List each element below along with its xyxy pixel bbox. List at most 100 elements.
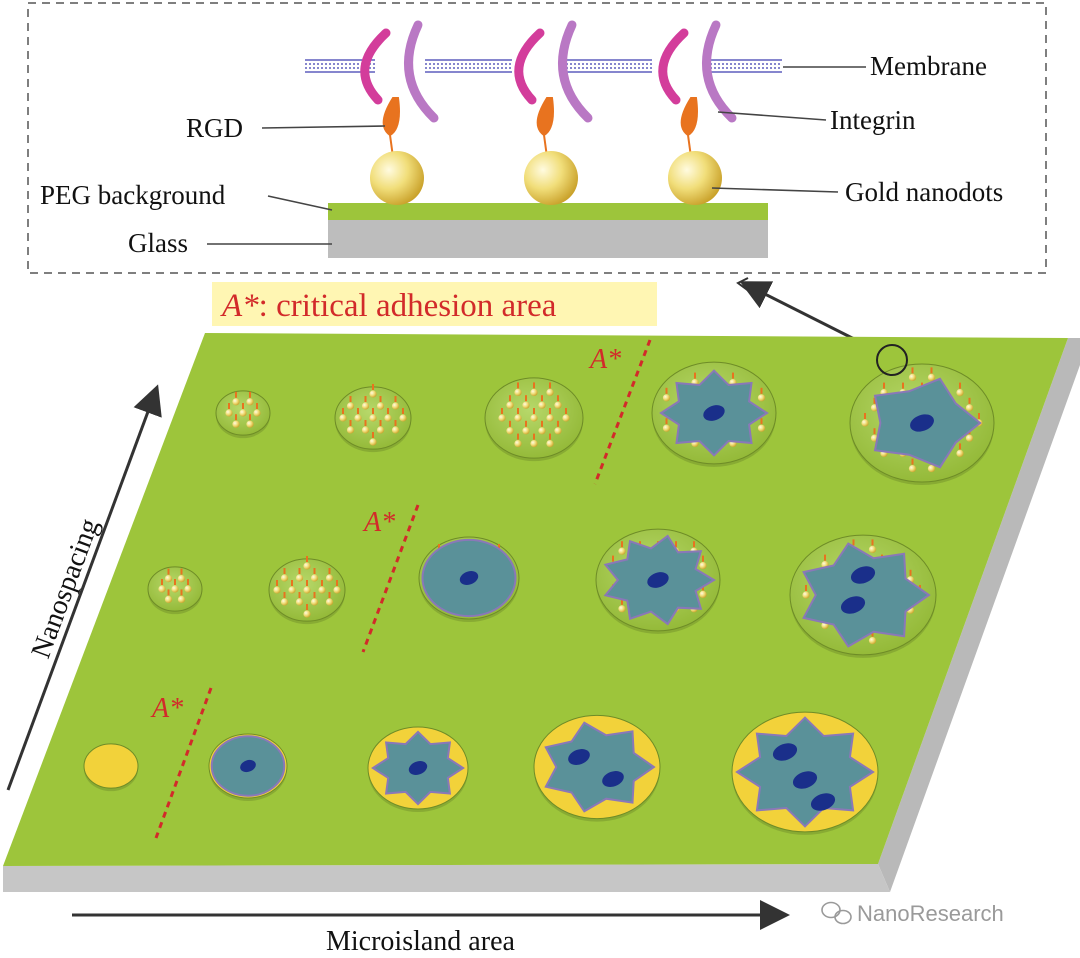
island-gold-dot bbox=[310, 574, 319, 582]
rgd-peptide bbox=[382, 97, 400, 158]
island-gold-dot bbox=[514, 388, 522, 396]
island-gold-dot bbox=[361, 402, 370, 410]
island-gold-dot bbox=[861, 419, 869, 427]
zoom-arrow-double-head bbox=[736, 277, 751, 293]
cell-nucleus bbox=[910, 414, 934, 432]
watermark-text: NanoResearch bbox=[857, 901, 1004, 926]
island-gold-dot bbox=[295, 574, 304, 582]
island-gold-dot bbox=[530, 440, 538, 448]
island-gold-dot bbox=[546, 414, 554, 422]
island-gold-dot bbox=[868, 545, 877, 554]
integrin-left-arm bbox=[360, 28, 391, 105]
island-gold-dot bbox=[522, 427, 530, 435]
island-gold-dot bbox=[384, 414, 392, 422]
island-gold-dot bbox=[927, 465, 936, 473]
island-gold-dot bbox=[965, 404, 974, 412]
island-gold-dot bbox=[376, 402, 385, 410]
island-gold-dot bbox=[506, 427, 514, 435]
island-gold-dot bbox=[253, 409, 261, 417]
rgd-peptide bbox=[536, 97, 554, 158]
microisland bbox=[849, 363, 995, 486]
island-gold-dot bbox=[325, 598, 334, 606]
island-gold-dot bbox=[232, 398, 240, 406]
island-gold-dot bbox=[369, 414, 377, 422]
critical-line-row1 bbox=[593, 339, 652, 485]
island-gold-dot bbox=[376, 426, 385, 434]
island-gold-dot bbox=[346, 426, 355, 434]
integrin-label: Integrin bbox=[830, 105, 916, 135]
integrin-right-arm bbox=[404, 20, 439, 123]
microisland bbox=[533, 714, 661, 822]
island-gold-dot bbox=[288, 586, 296, 594]
island-gold-dot bbox=[225, 409, 233, 417]
island-gold-dot bbox=[239, 409, 247, 417]
cell-nucleus bbox=[408, 761, 428, 775]
cell-nucleus bbox=[459, 571, 479, 585]
integrin-leader bbox=[717, 111, 827, 121]
integrin-unit bbox=[514, 20, 593, 205]
peg-label: PEG background bbox=[40, 180, 226, 210]
island-gold-dot bbox=[177, 575, 186, 583]
inset-dashed-frame bbox=[27, 2, 1047, 274]
cell-nucleus bbox=[703, 405, 725, 421]
island-gold-dot bbox=[956, 389, 964, 397]
critical-area-banner bbox=[212, 282, 657, 326]
row-medium-spacing bbox=[147, 528, 937, 658]
adherent-cell bbox=[544, 721, 656, 813]
peg-leader bbox=[267, 195, 333, 211]
island-gold-dot bbox=[346, 402, 355, 410]
critical-marker-row2: A* bbox=[362, 507, 395, 538]
island-gold-dot bbox=[354, 414, 362, 422]
island-gold-dot bbox=[956, 449, 964, 457]
adherent-cell bbox=[802, 542, 931, 648]
microisland bbox=[334, 384, 412, 453]
cell-nucleus bbox=[810, 793, 836, 811]
island-gold-dot bbox=[538, 401, 546, 409]
island-gold-dot bbox=[562, 414, 570, 422]
nanospacing-axis-arrow bbox=[6, 384, 162, 791]
island-gold-dot bbox=[303, 610, 311, 618]
island-gold-dot bbox=[530, 388, 538, 396]
microisland-axis-label: Microisland area bbox=[326, 926, 515, 957]
cell-nucleus bbox=[568, 749, 590, 765]
critical-area-symbol: A* bbox=[220, 288, 259, 324]
island-gold-dot bbox=[908, 465, 917, 473]
microisland bbox=[208, 733, 288, 801]
row-small-spacing bbox=[83, 711, 879, 835]
cell-nucleus bbox=[772, 743, 798, 761]
critical-line-row3 bbox=[154, 687, 213, 839]
integrin-left-arm bbox=[514, 28, 545, 105]
island-gold-dot bbox=[184, 585, 192, 593]
island-gold-dot bbox=[391, 402, 400, 410]
microisland bbox=[215, 390, 271, 439]
island-surface bbox=[83, 743, 139, 789]
island-gold-dot bbox=[699, 562, 707, 570]
gold-nanodot bbox=[370, 151, 424, 205]
island-gold-dot bbox=[164, 575, 173, 583]
island-gold-dot bbox=[965, 434, 974, 442]
island-gold-dot bbox=[802, 591, 810, 599]
microisland bbox=[83, 743, 139, 792]
microisland bbox=[595, 528, 721, 634]
rgd-peptide bbox=[680, 97, 698, 158]
island-gold-dot bbox=[399, 414, 407, 422]
microisland bbox=[367, 726, 469, 812]
island-gold-dot bbox=[333, 586, 341, 594]
critical-area-text: : critical adhesion area bbox=[259, 288, 557, 324]
cell-nucleus bbox=[840, 596, 866, 614]
island-gold-dot bbox=[164, 595, 173, 604]
membrane-label: Membrane bbox=[870, 51, 987, 81]
island-gold-dot bbox=[514, 440, 522, 448]
gold-leader bbox=[711, 187, 839, 193]
island-gold-dot bbox=[662, 394, 671, 402]
integrin-left-arm bbox=[658, 28, 689, 105]
plate-right-side bbox=[878, 338, 1080, 892]
microisland bbox=[731, 711, 879, 835]
island-gold-dot bbox=[246, 398, 254, 406]
island-gold-dot bbox=[514, 414, 522, 422]
glass-label: Glass bbox=[128, 228, 188, 258]
island-gold-dot bbox=[546, 388, 554, 396]
island-gold-dot bbox=[538, 427, 546, 435]
island-gold-dot bbox=[554, 427, 562, 435]
plate-front-side bbox=[3, 864, 890, 892]
